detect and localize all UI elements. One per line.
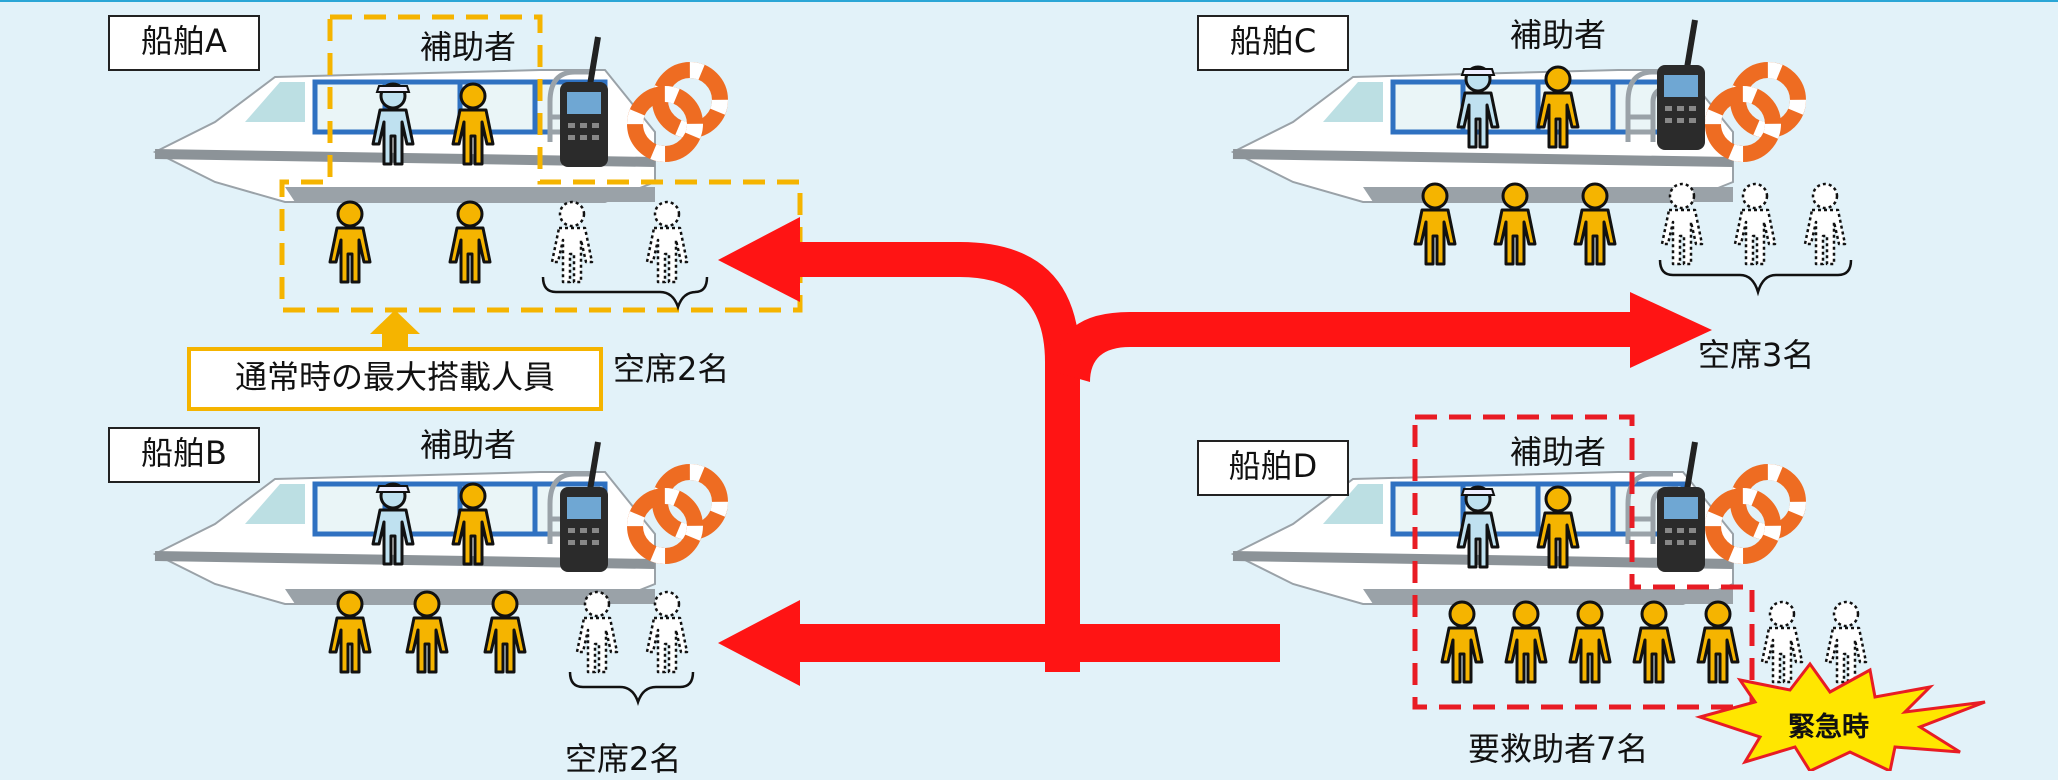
emergency-label: 緊急時: [1788, 712, 1869, 743]
vacancy-brace-a: [541, 276, 709, 311]
ship-c-assistant-label: 補助者: [1510, 16, 1607, 54]
ship-a-assistant-label: 補助者: [420, 28, 517, 66]
ship-a-label: 船舶A: [108, 15, 260, 71]
vacancy-brace-b: [568, 671, 695, 706]
ship-c-label: 船舶C: [1197, 15, 1349, 71]
ship-b-label: 船舶B: [108, 427, 260, 483]
emergency-burst: [1694, 661, 1986, 771]
transfer-arrows: [718, 217, 1712, 686]
capacity-pointer-arrow: [370, 310, 420, 347]
ship-a-vacancy-label: 空席2名: [613, 350, 730, 388]
normal-capacity-label: 通常時の最大搭載人員: [187, 347, 603, 411]
ship-b-vacancy-label: 空席2名: [565, 740, 682, 778]
ship-d-rescue-label: 要救助者7名: [1468, 730, 1649, 768]
ship-c-vacancy-label: 空席3名: [1698, 336, 1815, 374]
vacancy-brace-c: [1658, 259, 1853, 297]
normal-capacity-outline: [279, 14, 803, 313]
ship-d-assistant-label: 補助者: [1510, 433, 1607, 471]
ship-b-assistant-label: 補助者: [420, 426, 517, 464]
rescue-outline: [1412, 414, 1755, 710]
ship-d-label: 船舶D: [1197, 440, 1349, 496]
